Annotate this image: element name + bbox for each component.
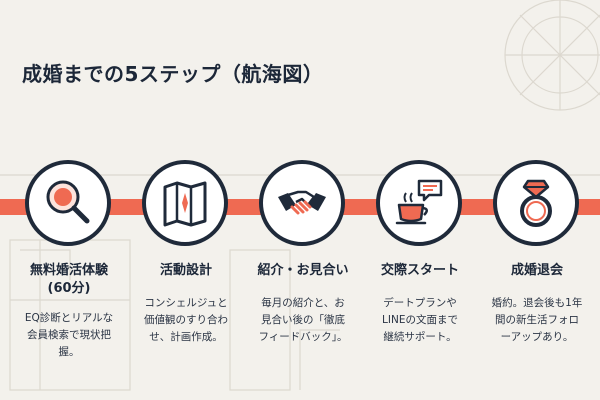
step-1-desc-line3: 握。 (58, 346, 80, 358)
step-2-desc-line3: せ、計画作成。 (149, 331, 223, 343)
step-3-desc-line3: フィードバック」。 (258, 331, 348, 343)
handshake-icon (278, 190, 326, 215)
step-4-desc-line3: 継続サポート。 (383, 331, 457, 343)
map-compass-icon (163, 181, 207, 227)
step-2-circle (142, 160, 228, 246)
step-1-title: 無料婚活体験 (60分) (15, 262, 123, 298)
step-3-title-line1: 紹介・お見合い (257, 263, 349, 278)
step-3-desc-line1: 毎月の紹介と、お (261, 297, 345, 309)
step-5-desc-line3: ーアップあり。 (500, 331, 574, 343)
step-1-desc-line1: EQ診断とリアルな (24, 312, 114, 324)
step-5-desc-line1: 婚約。退会後も1年 (491, 297, 583, 309)
step-5-desc: 婚約。退会後も1年 間の新生活フォロ ーアップあり。 (483, 295, 591, 346)
step-4-circle (376, 160, 462, 246)
step-1-title-line1: 無料婚活体験 (29, 263, 108, 278)
step-5-title-line1: 成婚退会 (510, 263, 563, 278)
step-1-title-line2: (60分) (47, 281, 91, 296)
step-4-title: 交際スタート (366, 262, 474, 280)
step-4-desc-line2: LINEの文面まで (382, 314, 458, 326)
step-1-desc: EQ診断とリアルな 会員検索で現状把 握。 (15, 310, 123, 361)
coffee-chat-icon (395, 179, 443, 225)
step-5-circle (493, 160, 579, 246)
step-2-desc: コンシェルジュと 価値観のすり合わ せ、計画作成。 (132, 295, 240, 346)
step-4-title-line1: 交際スタート (380, 263, 459, 278)
step-4-desc-line1: デートプランや (383, 297, 457, 309)
step-2-title: 活動設計 (132, 262, 240, 280)
step-3-title: 紹介・お見合い (249, 262, 357, 280)
step-5-title: 成婚退会 (483, 262, 591, 280)
step-3-circle (259, 160, 345, 246)
ring-icon (520, 179, 552, 227)
step-2-desc-line1: コンシェルジュと (144, 297, 228, 309)
step-4-desc: デートプランや LINEの文面まで 継続サポート。 (366, 295, 474, 346)
page-title: 成婚までの5ステップ（航海図） (22, 62, 324, 86)
step-3-desc: 毎月の紹介と、お 見合い後の「徹底 フィードバック」。 (249, 295, 357, 346)
step-5-desc-line2: 間の新生活フォロ (495, 314, 579, 326)
step-3-desc-line2: 見合い後の「徹底 (261, 314, 345, 326)
step-1-desc-line2: 会員検索で現状把 (27, 329, 111, 341)
step-2-title-line1: 活動設計 (159, 263, 212, 278)
magnifier-icon (46, 180, 90, 224)
step-1-circle (25, 160, 111, 246)
step-2-desc-line2: 価値観のすり合わ (144, 314, 228, 326)
